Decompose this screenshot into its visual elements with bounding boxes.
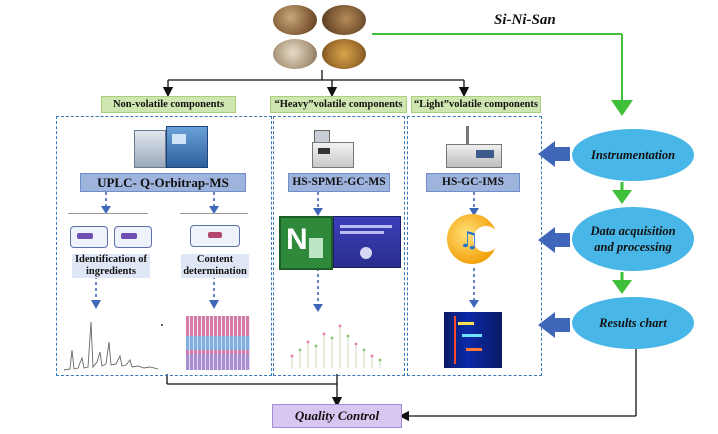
method-hs-gc-ims: HS-GC-IMS — [426, 173, 520, 192]
gc-ims-instrument-image — [446, 126, 502, 170]
gc-ms-spectrum-chart — [290, 324, 382, 368]
header-light-volatile: “Light”volatile components — [411, 96, 541, 113]
header-heavy-volatile: “Heavy”volatile components — [270, 96, 407, 113]
content-icon — [190, 225, 240, 247]
quality-control-box: Quality Control — [272, 404, 402, 428]
panel-non-volatile — [56, 116, 272, 376]
panel-light-volatile — [407, 116, 542, 376]
nist-software-icon: N — [279, 216, 333, 270]
dot-marker — [161, 324, 163, 326]
step-data-acquisition: Data acquisition and processing — [572, 207, 694, 271]
chromatogram-chart — [64, 321, 158, 371]
separator-left — [68, 213, 148, 214]
herb-image-4 — [322, 39, 366, 69]
method-uplc-q-orbitrap-ms: UPLC- Q-Orbitrap-MS — [80, 173, 246, 192]
panel-heavy-volatile — [273, 116, 405, 376]
uplc-instrument-image — [134, 124, 208, 168]
herb-image-3 — [273, 39, 317, 69]
content-bar-chart — [186, 316, 250, 370]
ims-heatmap-chart — [444, 312, 502, 368]
ims-software-icon: ♫ — [447, 214, 499, 264]
title: Si-Ni-San — [494, 12, 556, 28]
herb-image-2 — [322, 5, 366, 35]
label-content-determination: Content determination — [181, 254, 249, 278]
herb-image-1 — [273, 5, 317, 35]
method-hs-spme-gc-ms: HS-SPME-GC-MS — [288, 173, 390, 192]
database-screen-image — [333, 216, 401, 268]
step-instrumentation: Instrumentation — [572, 129, 694, 181]
separator-right — [180, 213, 248, 214]
label-identification: Identification of ingredients — [72, 254, 150, 278]
gc-ms-instrument-image — [312, 128, 354, 168]
step-results-chart: Results chart — [572, 297, 694, 349]
molecule-icon-1 — [70, 226, 108, 248]
molecule-icon-2 — [114, 226, 152, 248]
header-non-volatile: Non-volatile components — [101, 96, 236, 113]
